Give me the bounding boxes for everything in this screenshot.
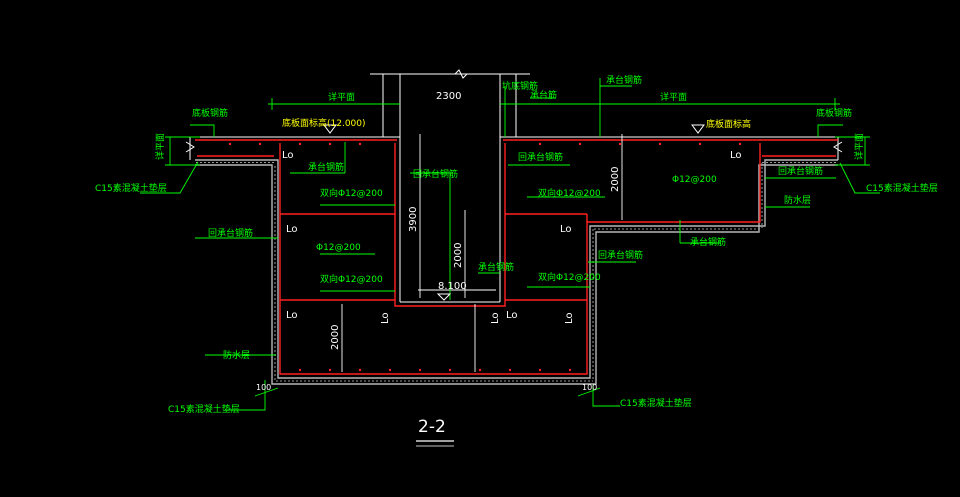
back-rebar-label-2: 回承台钢筋: [413, 168, 458, 180]
pit-rebar-label: 坑底钢筋: [502, 80, 538, 92]
tie-right-top-label: 底板钢筋: [816, 107, 852, 119]
elevation-right-label: 底板面标高: [706, 118, 751, 130]
back-rebar-label-5: 回承台钢筋: [778, 165, 823, 177]
lo-6: Lo: [506, 310, 518, 321]
blinding-hatch: [196, 162, 838, 382]
cap-center-label: 承台筋: [530, 89, 557, 101]
back-rebar-label-3: 回承台钢筋: [518, 151, 563, 163]
edge-right-dim: 100: [582, 383, 597, 392]
bars-label-5: Φ12@200: [672, 175, 717, 185]
lo-4: Lo: [380, 312, 391, 324]
lo-9: Lo: [560, 224, 572, 235]
rebar-dots: [228, 142, 742, 372]
pit-depth-dim: 2000: [453, 243, 464, 268]
lo-1: Lo: [282, 150, 294, 161]
lo-8: Lo: [730, 150, 742, 161]
back-rebar-label-4: 回承台钢筋: [598, 249, 643, 261]
c15-bottom-right-label: C15素混凝土垫层: [620, 397, 692, 409]
cap-depth-dim: 3900: [408, 207, 419, 232]
lo-2: Lo: [286, 224, 298, 235]
lo-7: Lo: [564, 312, 575, 324]
edge-left-dim: 100: [256, 383, 271, 392]
side-dim-right: 详平面: [853, 133, 865, 160]
lo-3: Lo: [286, 310, 298, 321]
section-title: 2-2: [418, 417, 446, 437]
lo-5: Lo: [490, 312, 501, 324]
c15-left-top-label: C15素混凝土垫层: [95, 182, 167, 194]
flat-right-label: 详平面: [660, 91, 687, 103]
cap-rebar-top-label: 承台钢筋: [606, 74, 642, 86]
waterproof-left-label: 防水层: [223, 349, 250, 361]
flat-left-label: 详平面: [328, 91, 355, 103]
elevation-markers: [323, 124, 705, 301]
cap-rebar-pit-label: 承台钢筋: [478, 261, 514, 273]
bars-label-3: 双向Φ12@200: [320, 273, 383, 285]
back-rebar-label-1: 回承台钢筋: [208, 227, 253, 239]
dimension-lines: [341, 134, 623, 372]
cap-rebar-left-label: 承台钢筋: [308, 161, 344, 173]
right-step-dim: 2000: [610, 167, 621, 192]
bars-label-2: Φ12@200: [316, 243, 361, 253]
pit-elev-label: 8.100: [438, 281, 467, 292]
pit-walls: [370, 69, 530, 303]
bars-label-6: 双向Φ12@200: [538, 271, 601, 283]
concrete-outline: [195, 159, 838, 385]
tie-left-top-label: 底板钢筋: [192, 107, 228, 119]
elevation-left-label: 底板面标高(12.000): [282, 117, 366, 129]
side-dim-left: 详平面: [154, 133, 166, 160]
leader-lines: [140, 78, 880, 411]
rebar: [195, 139, 838, 375]
c15-right-top-label: C15素混凝土垫层: [866, 182, 938, 194]
pit-width-dim: 2300: [436, 91, 461, 102]
cap-rebar-right-label: 承台钢筋: [690, 236, 726, 248]
bars-label-1: 双向Φ12@200: [320, 187, 383, 199]
waterproof-right-label: 防水层: [784, 194, 811, 206]
top-slab: [185, 136, 843, 160]
c15-bottom-left-label: C15素混凝土垫层: [168, 403, 240, 415]
bottom-depth-dim: 2000: [330, 325, 341, 350]
bars-label-4: 双向Φ12@200: [538, 187, 601, 199]
